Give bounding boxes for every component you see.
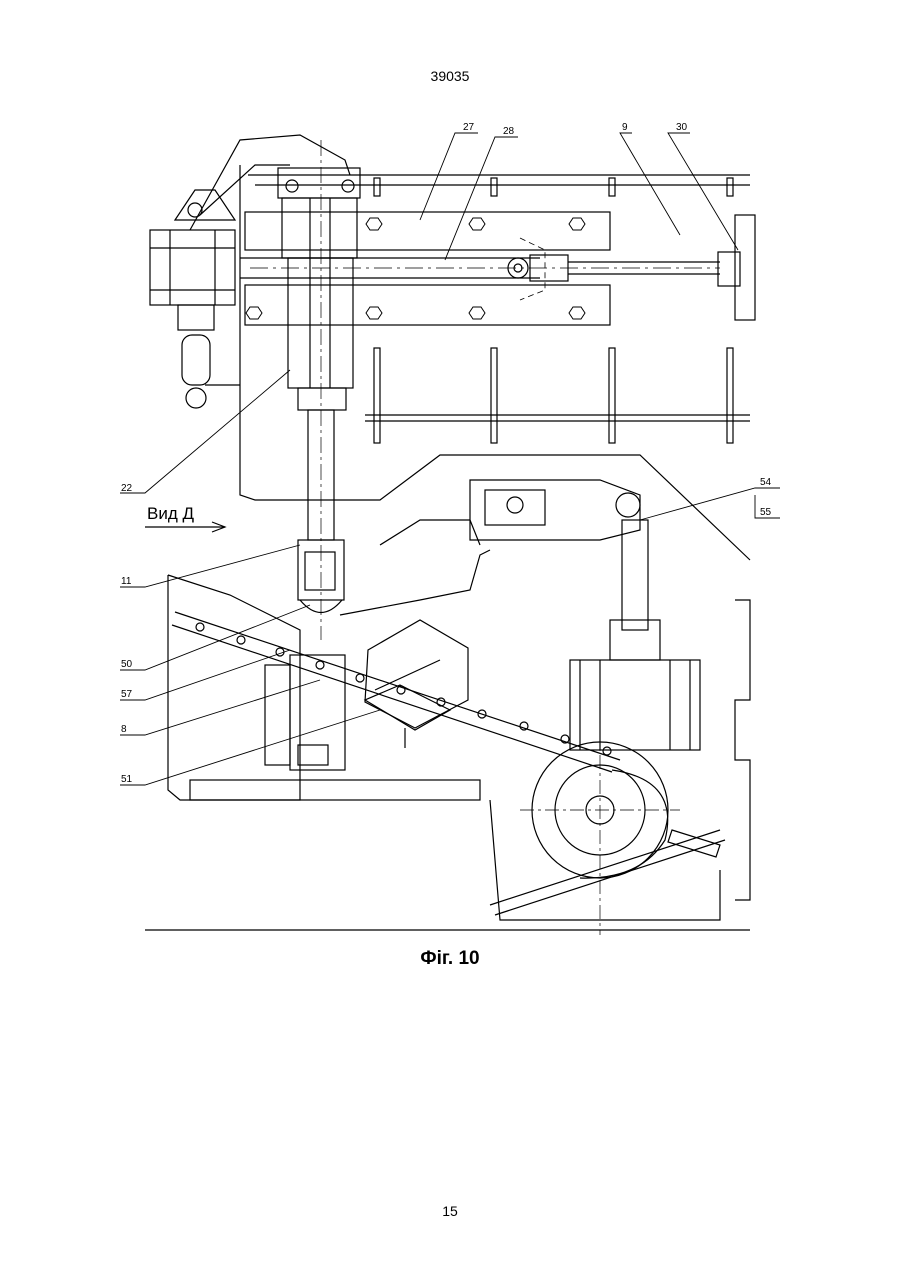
horizontal-bars [240, 212, 720, 325]
callout-50: 50 [121, 659, 133, 670]
view-label: Вид Д [147, 504, 194, 523]
chain-conveyor [172, 612, 620, 772]
callout-22: 22 [121, 483, 133, 494]
hex-block [365, 620, 468, 748]
callout-54: 54 [760, 477, 772, 488]
lower-frame [145, 520, 750, 930]
callout-8: 8 [121, 724, 127, 735]
callout-55: 55 [760, 507, 772, 518]
callout-11: 11 [121, 576, 132, 587]
callout-51: 51 [121, 774, 133, 785]
central-cylinder [278, 140, 360, 640]
figure-caption: Фіг. 10 [0, 948, 900, 970]
left-cylinder [150, 190, 240, 408]
clamp-unit [265, 655, 345, 770]
lever-assembly [470, 480, 700, 750]
sprocket-wheel [490, 730, 725, 935]
callout-27: 27 [463, 122, 475, 133]
page-number: 15 [0, 1203, 900, 1219]
right-edge [735, 600, 750, 900]
chain-rollers [196, 623, 611, 755]
view-arrow [145, 522, 225, 532]
callout-9: 9 [622, 122, 628, 133]
tie-rod [508, 215, 755, 320]
leader-lines [120, 133, 780, 785]
callout-57: 57 [121, 689, 133, 700]
rake-rails [365, 178, 750, 443]
callout-30: 30 [676, 122, 688, 133]
callout-28: 28 [503, 126, 515, 137]
bar-bolts [246, 218, 585, 319]
